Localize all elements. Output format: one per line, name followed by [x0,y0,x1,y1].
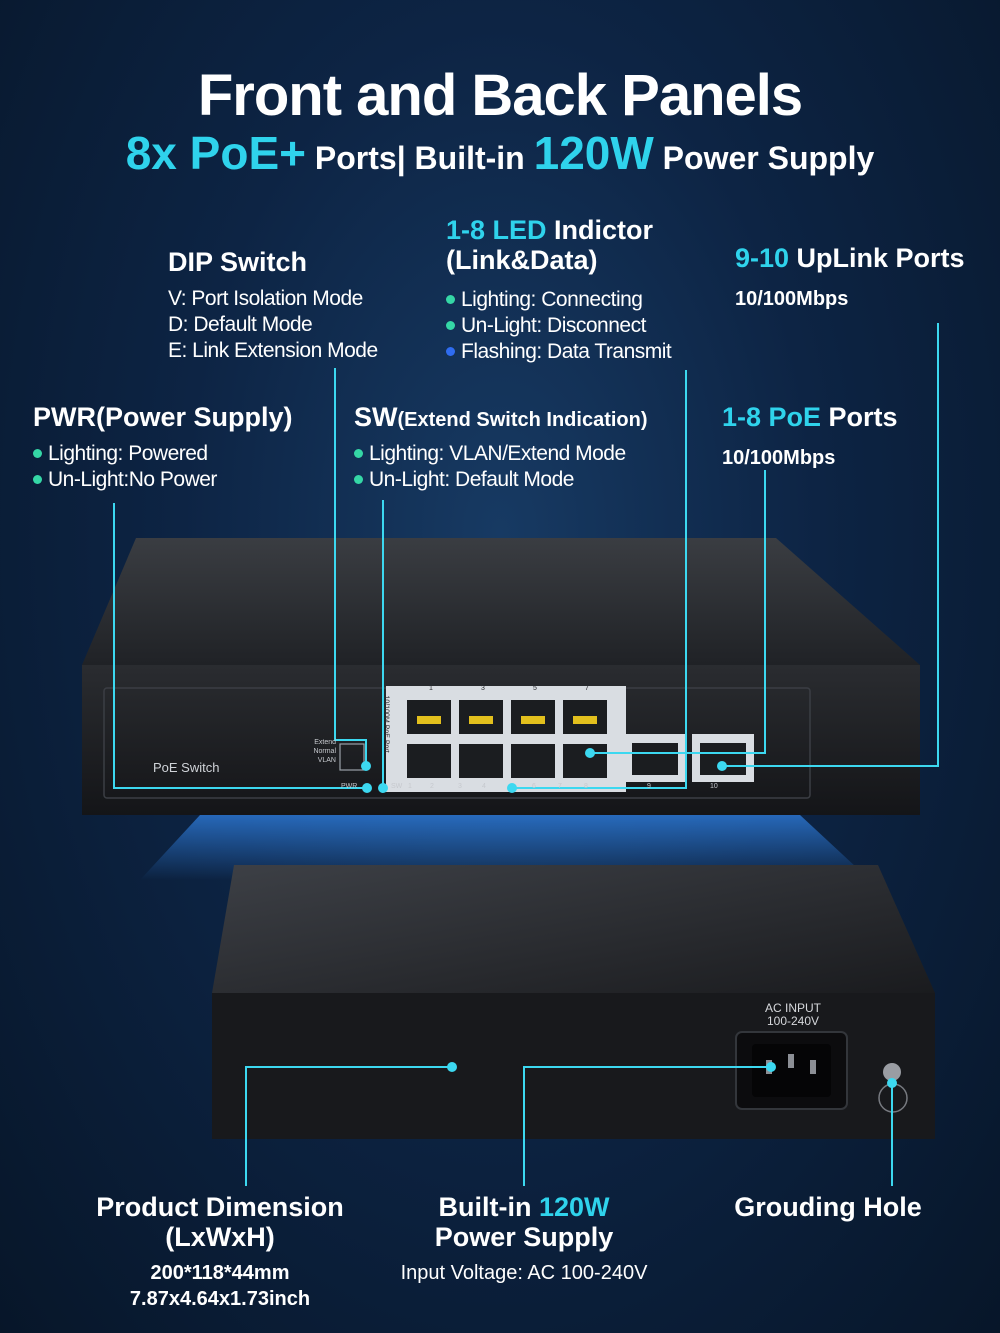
pwr-section: PWR(Power Supply) Lighting: Powered Un-L… [33,402,293,493]
sw-title-paren: (Extend Switch Indication) [397,409,648,431]
led-title: 1-8 LED Indictor [446,215,671,245]
green-dot-icon [354,449,363,458]
power-title-builtin: Built-in [438,1192,539,1222]
dimension-mm: 200*118*44mm [150,1262,290,1284]
pwr-line-1-text: Lighting: Powered [48,442,208,465]
dip-switch-lines: V: Port Isolation Mode D: Default Mode E… [168,286,378,364]
uplink-title-word: UpLink Ports [789,243,965,273]
port-num-b8: 8 [584,783,588,790]
dip-labels: Extend Normal VLAN [308,738,336,765]
port-num-3: 3 [481,685,485,692]
port-num-b7: 7 [558,783,562,790]
led-title-range: 1-8 LED [446,215,547,245]
page-title: Front and Back Panels [197,63,803,128]
sw-label: SW [391,783,403,790]
ground-title: Grouding Hole [734,1192,922,1222]
port-num-b2: 2 [430,783,434,790]
led-line-disconnect: Un-Light: Disconnect [446,313,671,339]
sw-title-main: SW [354,402,398,432]
ground-section: Grouding Hole [700,1192,956,1222]
port-num-5: 5 [533,685,537,692]
sw-section: SW(Extend Switch Indication) Lighting: V… [354,402,648,493]
ac-input-label: AC INPUT 100-240V [748,1002,838,1028]
led-indicator-section: 1-8 LED Indictor (Link&Data) Lighting: C… [446,215,672,365]
dimension-title-2: (LxWxH) [165,1222,275,1252]
green-dot-icon [33,475,42,484]
ac-voltage-text: 100-240V [766,1014,820,1028]
uplink-section: 9-10 UpLink Ports 10/100Mbps [735,243,965,311]
ac-input-text: AC INPUT [764,1001,821,1015]
power-section: Built-in 120W Power Supply Input Voltage… [374,1192,674,1286]
pwr-line-powered: Lighting: Powered [33,441,293,467]
sw-line-1-text: Lighting: VLAN/Extend Mode [369,442,626,465]
dimension-inch: 7.87x4.64x1.73inch [129,1288,311,1310]
dip-line-e: E: Link Extension Mode [168,339,378,362]
green-dot-icon [33,449,42,458]
led-line-3-text: Flashing: Data Transmit [461,340,672,363]
dimension-title-1: Product Dimension [96,1192,344,1222]
sw-lines: Lighting: VLAN/Extend Mode Un-Light: Def… [354,441,648,493]
sw-line-vlan: Lighting: VLAN/Extend Mode [354,441,648,467]
subtitle-ports: Ports| Built-in [306,140,534,176]
led-line-connecting: Lighting: Connecting [446,287,671,313]
dip-line-d: D: Default Mode [168,313,313,336]
port-num-b4: 4 [482,783,486,790]
led-title-word: Indictor [546,215,654,245]
poe-title-word: Ports [821,402,898,432]
dip-line-v: V: Port Isolation Mode [168,287,363,310]
leader-lines [113,323,939,1186]
port-num-9: 9 [647,783,651,790]
power-title-120w: 120W [538,1192,610,1222]
port-num-b6: 6 [532,783,536,790]
poe-title: 1-8 PoE Ports [722,402,898,433]
sw-title: SW(Extend Switch Indication) [354,402,648,433]
sw-line-default: Un-Light: Default Mode [354,467,648,493]
uplink-title: 9-10 UpLink Ports [735,243,965,274]
front-switch [82,538,920,880]
port-num-10: 10 [710,783,718,790]
dip-label-normal: Normal [313,748,336,755]
dimension-section: Product Dimension (LxWxH) 200*118*44mm 7… [70,1192,370,1312]
rj45-ports [407,700,607,778]
led-line-2-text: Un-Light: Disconnect [461,314,646,337]
pwr-lines: Lighting: Powered Un-Light:No Power [33,441,293,493]
power-title-2: Power Supply [434,1222,614,1252]
led-line-flashing: Flashing: Data Transmit [446,339,672,365]
sw-line-2-text: Un-Light: Default Mode [369,468,574,491]
port-num-b1: 1 [408,783,412,790]
port-num-1: 1 [429,685,433,692]
vertical-port-label: 10/100M PoE Port [382,695,390,753]
poe-speed: 10/100Mbps [722,447,836,469]
dip-switch-title: DIP Switch [168,247,308,277]
green-dot-icon [446,295,455,304]
pwr-title: PWR(Power Supply) [33,402,293,432]
green-dot-icon [354,475,363,484]
uplink-speed: 10/100Mbps [735,288,849,310]
port-num-b3: 3 [458,783,462,790]
dip-label-vlan: VLAN [317,757,336,764]
port-num-7: 7 [585,685,589,692]
pwr-line-2-text: Un-Light:No Power [48,468,217,491]
page-subtitle: 8x PoE+ Ports| Built-in 120W Power Suppl… [0,126,1000,180]
callout-dots [361,748,897,1088]
subtitle-power: Power Supply [653,140,875,176]
green-dot-icon [446,321,455,330]
subtitle-poe: 8x PoE+ [125,127,306,179]
pwr-label: PWR [341,783,358,790]
power-title-1: Built-in 120W [374,1192,674,1222]
subtitle-120w: 120W [533,127,654,179]
poe-title-range: 1-8 PoE [722,402,822,432]
power-input: Input Voltage: AC 100-240V [400,1262,648,1284]
pwr-line-nopower: Un-Light:No Power [33,467,293,493]
dip-switch-section: DIP Switch V: Port Isolation Mode D: Def… [168,247,378,364]
dip-label-extend: Extend [314,739,336,746]
poe-ports-section: 1-8 PoE Ports 10/100Mbps [722,402,898,470]
uplink-title-range: 9-10 [735,243,790,273]
led-line-1-text: Lighting: Connecting [461,288,643,311]
blue-dot-icon [446,347,455,356]
led-lines: Lighting: Connecting Un-Light: Disconnec… [446,287,672,365]
front-label: PoE Switch [153,760,220,775]
led-title-sub: (Link&Data) [446,245,598,275]
